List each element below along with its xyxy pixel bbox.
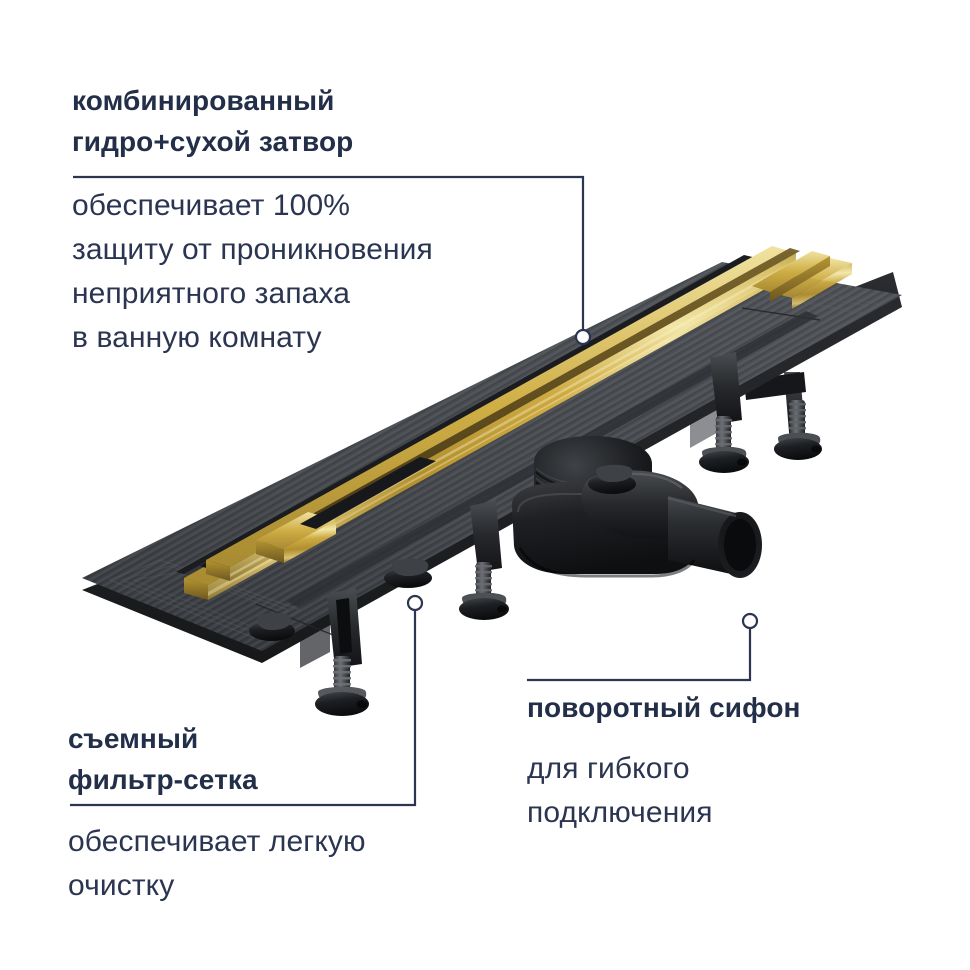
adjustable-leg — [315, 588, 369, 716]
siphon-bell — [534, 436, 652, 534]
callout-filter-mesh-body: обеспечивает легкую очистку — [68, 825, 366, 902]
drain-channel-body — [232, 308, 756, 668]
callout-filter-mesh: съемный фильтр-сетка обеспечивает легкую… — [68, 718, 488, 908]
adjustable-legs — [249, 352, 749, 716]
grate-lift-notch — [256, 457, 436, 563]
callout-filter-mesh-title: съемный фильтр-сетка — [68, 723, 258, 795]
adjustable-leg — [249, 612, 295, 641]
adjustable-leg — [459, 500, 509, 620]
callout-water-seal: комбинированный гидро+сухой затвор обесп… — [72, 80, 592, 360]
leader-rotary-siphon — [527, 612, 759, 682]
callout-rotary-siphon-title: поворотный сифон — [527, 692, 801, 723]
adjustable-leg — [699, 352, 749, 473]
adjustable-leg — [588, 464, 636, 494]
rotary-siphon — [512, 436, 762, 578]
grate-end-step — [752, 251, 852, 309]
adjustable-leg — [384, 558, 432, 588]
callout-water-seal-title: комбинированный гидро+сухой затвор — [72, 85, 354, 157]
callout-water-seal-body: обеспечивает 100% защиту от проникновени… — [72, 189, 433, 354]
adjustable-legs-rear — [744, 372, 822, 460]
callout-rotary-siphon-body: для гибкого подключения — [527, 752, 713, 829]
outlet-pipe — [667, 496, 762, 578]
callout-rotary-siphon: поворотный сифон для гибкого подключения — [527, 687, 927, 835]
